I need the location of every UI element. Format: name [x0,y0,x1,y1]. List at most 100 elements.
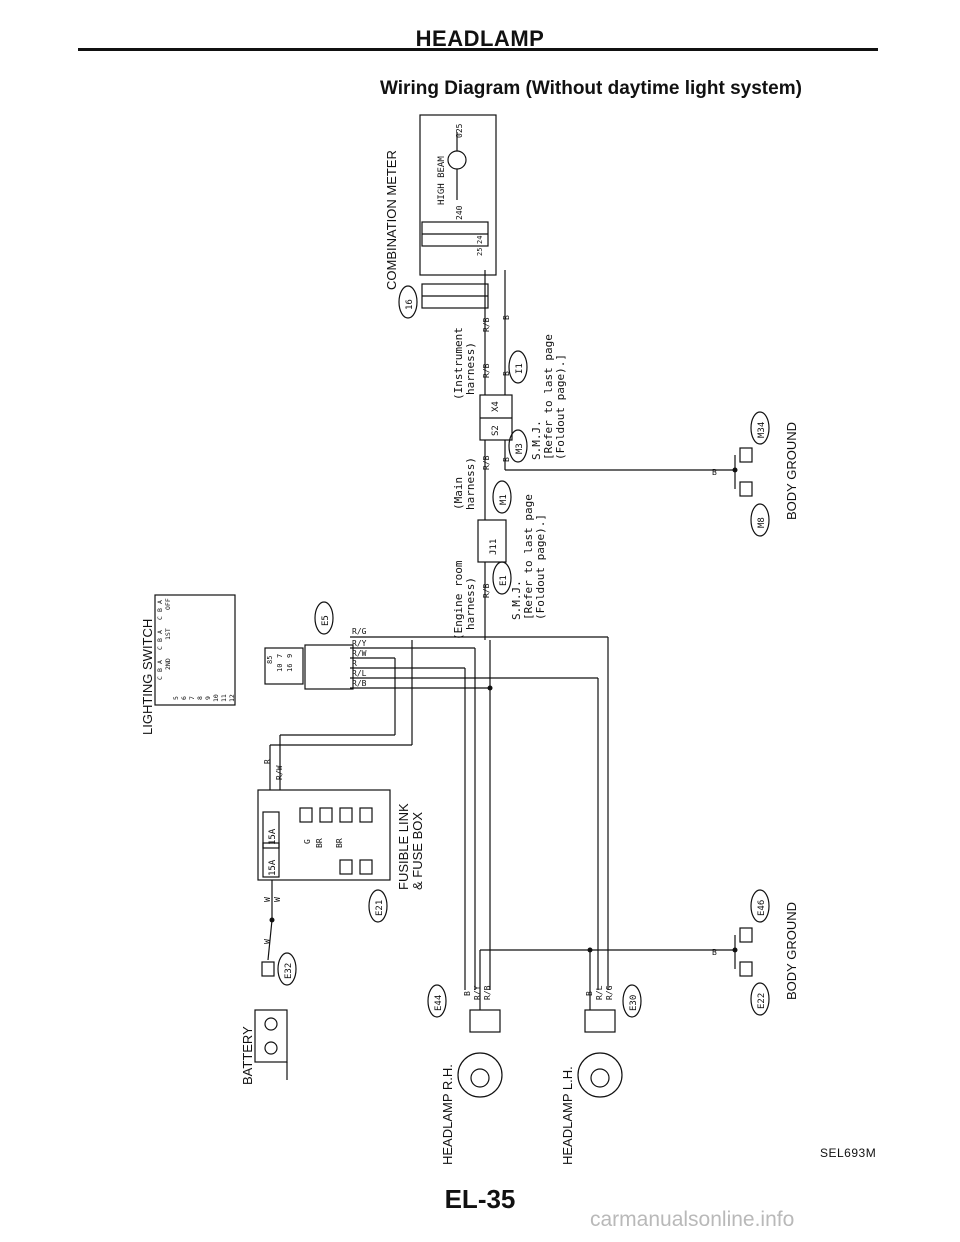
connector-e44 [427,984,447,1018]
switch-sub-c: C [156,616,164,620]
instrument-harness-note: (Instrument [452,327,465,400]
smj-lower-note: (Foldout page).] [534,514,547,620]
connector-e46-label: E46 [757,900,767,916]
fuse-15a-1 [262,811,280,849]
battery-terminal-plus-icon [264,1017,278,1031]
fusible-link-box [257,789,391,881]
ground-connector-m8 [739,481,753,497]
wire-label-w: W [273,897,282,902]
connector-e5 [314,601,334,635]
connector-e32 [277,952,297,986]
switch-sub-b: B [156,668,164,672]
switch-row-12: 12 [228,694,236,702]
wire-label-r: R [352,659,357,668]
wire-label-b: B [502,315,511,320]
fuse-15a-label-2: 15A [268,859,278,876]
lighting-switch-connector-2 [304,644,354,690]
switch-row-9: 9 [204,696,212,700]
headlamp-rh-connector [469,1009,501,1033]
wire-label-rl: R/L [352,669,367,678]
wire-w-2 [267,919,273,961]
switch-row-7: 7 [188,696,196,700]
wire-label-rb: R/B [482,317,491,332]
battery-terminal-minus-icon [264,1041,278,1055]
switch-header-off: OFF [164,598,172,610]
main-harness-note: (Main [452,477,465,510]
wire-label-rb: R/B [482,583,491,598]
connector-m8 [750,503,770,537]
wire-label-b-ground: B [712,468,717,477]
fuse-box-label: & FUSE BOX [410,812,425,890]
switch-table-text: OFF 1ST 2ND A B C A B C A B C 5 6 7 8 9 … [156,598,236,702]
smj-x4-label: X4 [491,401,501,412]
pin-9: 9 [286,654,294,658]
smj-upper-note: (Foldout page).] [554,354,567,460]
fuse-cell [339,859,353,875]
connector-e30 [622,984,642,1018]
switch-sub-a: A [156,660,164,664]
wire-label-b-rh: B [463,991,472,996]
splice-dot [587,947,593,953]
switch-row-11: 11 [220,694,228,702]
connector-e22 [750,982,770,1016]
splice-dot [732,947,738,953]
connector-e21-label: E21 [375,900,385,916]
body-ground-lower-label: BODY GROUND [784,902,799,1000]
connector-16 [398,285,418,319]
switch-sub-b: B [156,638,164,642]
switch-row-5: 5 [172,696,180,700]
switch-sub-c: C [156,676,164,680]
battery-connector [261,961,275,977]
high-beam-label: HIGH BEAM [437,156,447,205]
headlamp-lh-bulb-icon [577,1052,623,1098]
wire-label-b-ground: B [712,948,717,957]
wire-label-br: BR [315,838,324,848]
connector-m3 [508,429,528,463]
fuse-15a-2 [262,842,280,878]
switch-sub-c: C [156,646,164,650]
combination-meter-label: COMBINATION METER [384,150,399,290]
fuse-cell [339,807,353,823]
connector-i1 [508,350,528,384]
connector-16-label: 16 [405,299,415,310]
headlamp-rh-bulb-icon [457,1052,503,1098]
pin-24: 24 [476,236,484,244]
ground-connector-e22 [739,961,753,977]
lighting-switch-table [154,594,236,706]
connector-e22-label: E22 [757,993,767,1009]
connector-m1 [492,480,512,514]
connector-e1-label: E1 [499,575,509,586]
connector-e30-label: E30 [629,995,639,1011]
pin-025: 025 [455,123,464,138]
fuse-cell [299,807,313,823]
pin-85: 85 [266,656,274,664]
wire-label-b-lh: B [585,991,594,996]
connector-e44-label: E44 [434,995,444,1011]
switch-header-2nd: 2ND [164,658,172,670]
connector-m1-label: M1 [499,494,509,505]
connector-i1-label: I1 [515,363,525,374]
wire-label-w: W [263,897,272,902]
diagram-subtitle: Wiring Diagram (Without daytime light sy… [380,78,802,99]
switch-row-8: 8 [196,696,204,700]
smj-block-lower [477,519,507,563]
headlamp-rh-label: HEADLAMP R.H. [440,1064,455,1165]
connector-m34-label: M34 [757,422,767,438]
wire-label-rg-lh: R/G [605,985,614,1000]
battery-label: BATTERY [240,1026,255,1085]
connector-m34 [750,411,770,445]
smj-lower-note: [Refer to last page [522,494,535,620]
wire-label-g: G [303,839,312,844]
combination-meter-box [419,114,497,276]
smj-upper-note: [Refer to last page [542,334,555,460]
switch-sub-b: B [156,608,164,612]
connector-m3-label: M3 [515,443,525,454]
battery-box [254,1009,288,1063]
high-beam-lamp-icon [447,150,467,170]
connector-e1 [492,561,512,595]
pin-7: 7 [276,654,284,658]
fuse-15a-label-1: 15A [268,828,278,845]
fusible-link-label: FUSIBLE LINK [396,803,411,890]
pin-10: 10 [276,664,284,672]
